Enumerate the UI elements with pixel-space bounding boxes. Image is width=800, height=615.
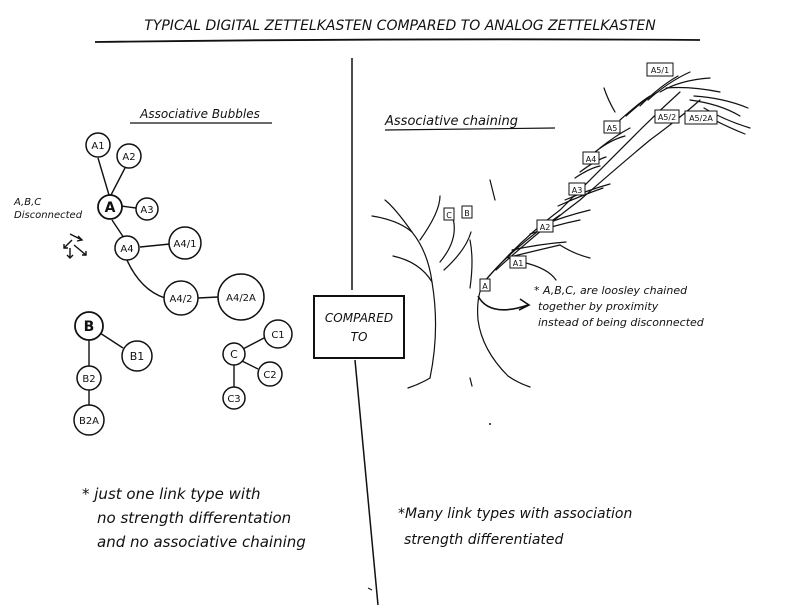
right-annotation-line1: * A,B,C, are loosley chained	[534, 284, 688, 297]
compared-to-line2: TO	[351, 330, 368, 344]
title-underline	[94, 38, 701, 43]
tree-tag-a1: A1	[509, 255, 527, 269]
tree-tag-c-label: C	[446, 211, 452, 220]
diagram-title: TYPICAL DIGITAL ZETTELKASTEN COMPARED TO…	[144, 18, 656, 34]
left-footnote-line3: and no associative chaining	[97, 533, 306, 551]
tree-tag-a1-label: A1	[513, 259, 524, 268]
tree-tag-a2: A2	[536, 219, 554, 233]
left-footnote-line1: * just one link type with	[82, 485, 260, 503]
tree-tag-a4: A4	[582, 151, 600, 165]
node-a1: A1	[85, 132, 111, 158]
tree-tag-a: A	[479, 278, 491, 292]
node-a4-2-label: A4/2	[170, 294, 193, 305]
node-b-label: B	[84, 319, 95, 335]
stray-mark	[489, 423, 491, 425]
tree-tag-a5: A5	[603, 120, 621, 134]
right-footnote-line1: *Many link types with association	[398, 506, 632, 522]
tree-tag-a-label: A	[482, 282, 488, 291]
node-a2-label: A2	[122, 152, 135, 163]
tree-tag-a2-label: A2	[540, 223, 551, 232]
node-a4-2a-label: A4/2A	[226, 293, 256, 304]
node-a3: A3	[135, 197, 159, 221]
node-c-label: C	[230, 348, 238, 361]
node-a4: A4	[114, 235, 140, 261]
tree-tag-a3-label: A3	[572, 186, 583, 195]
left-footnote-line2: no strength differentation	[97, 509, 291, 527]
tree-tag-a5-2: A5/2	[654, 109, 680, 124]
node-a4-2: A4/2	[163, 280, 199, 316]
tree-illustration	[371, 71, 751, 389]
right-annotation-line3: instead of being disconnected	[538, 316, 705, 329]
disconnected-note-line2: Disconnected	[14, 210, 83, 221]
curved-arrow-icon	[477, 295, 531, 311]
tree-tag-b: B	[461, 205, 473, 219]
node-a1-label: A1	[91, 141, 104, 152]
node-b2: B2	[76, 365, 102, 391]
tree-tag-a5-2a-label: A5/2A	[689, 114, 713, 123]
node-a4-1: A4/1	[168, 226, 202, 260]
c-group-links	[233, 337, 265, 388]
node-c3-label: C3	[227, 394, 240, 405]
node-b1-label: B1	[130, 350, 145, 363]
node-b1: B1	[121, 340, 153, 372]
node-c1-label: C1	[271, 330, 284, 341]
node-b2-label: B2	[82, 374, 95, 385]
disconnected-note-line1: A,B,C	[13, 197, 41, 208]
tree-tag-a3: A3	[568, 182, 586, 196]
left-heading: Associative Bubbles	[139, 107, 260, 121]
stray-mark	[367, 587, 373, 591]
right-annotation-line2: together by proximity	[538, 300, 659, 313]
tree-tag-a5-2a: A5/2A	[684, 110, 718, 125]
node-a: A	[97, 194, 123, 220]
node-a2: A2	[116, 143, 142, 169]
node-c3: C3	[222, 386, 246, 410]
tree-tag-c: C	[443, 207, 455, 221]
scattered-arrows-icon	[63, 233, 87, 259]
center-divider	[351, 58, 379, 606]
a-group-links	[97, 157, 219, 299]
node-b2a-label: B2A	[79, 416, 99, 427]
node-c: C	[222, 342, 246, 366]
node-a3-label: A3	[140, 205, 153, 216]
node-a4-2a: A4/2A	[217, 273, 265, 321]
node-c2: C2	[257, 361, 283, 387]
b-group-links	[88, 332, 124, 405]
tree-tag-a5-label: A5	[607, 124, 618, 133]
node-b2a: B2A	[73, 404, 105, 436]
tree-tag-a4-label: A4	[586, 155, 597, 164]
node-a-label: A	[105, 200, 116, 216]
node-c1: C1	[263, 319, 293, 349]
node-b: B	[74, 311, 104, 341]
tree-tag-a5-1: A5/1	[646, 62, 674, 77]
node-c2-label: C2	[263, 370, 276, 381]
right-heading: Associative chaining	[384, 114, 518, 129]
compared-to-line1: COMPARED	[325, 311, 393, 325]
node-a4-label: A4	[120, 244, 133, 255]
right-footnote-line2: strength differentiated	[404, 532, 564, 548]
compared-to-box: COMPARED TO	[313, 295, 405, 359]
node-a4-1-label: A4/1	[174, 239, 197, 250]
tree-tag-a5-2-label: A5/2	[658, 113, 676, 122]
tree-tag-a5-1-label: A5/1	[651, 66, 669, 75]
tree-tag-b-label: B	[464, 209, 470, 218]
right-heading-underline	[384, 127, 556, 131]
